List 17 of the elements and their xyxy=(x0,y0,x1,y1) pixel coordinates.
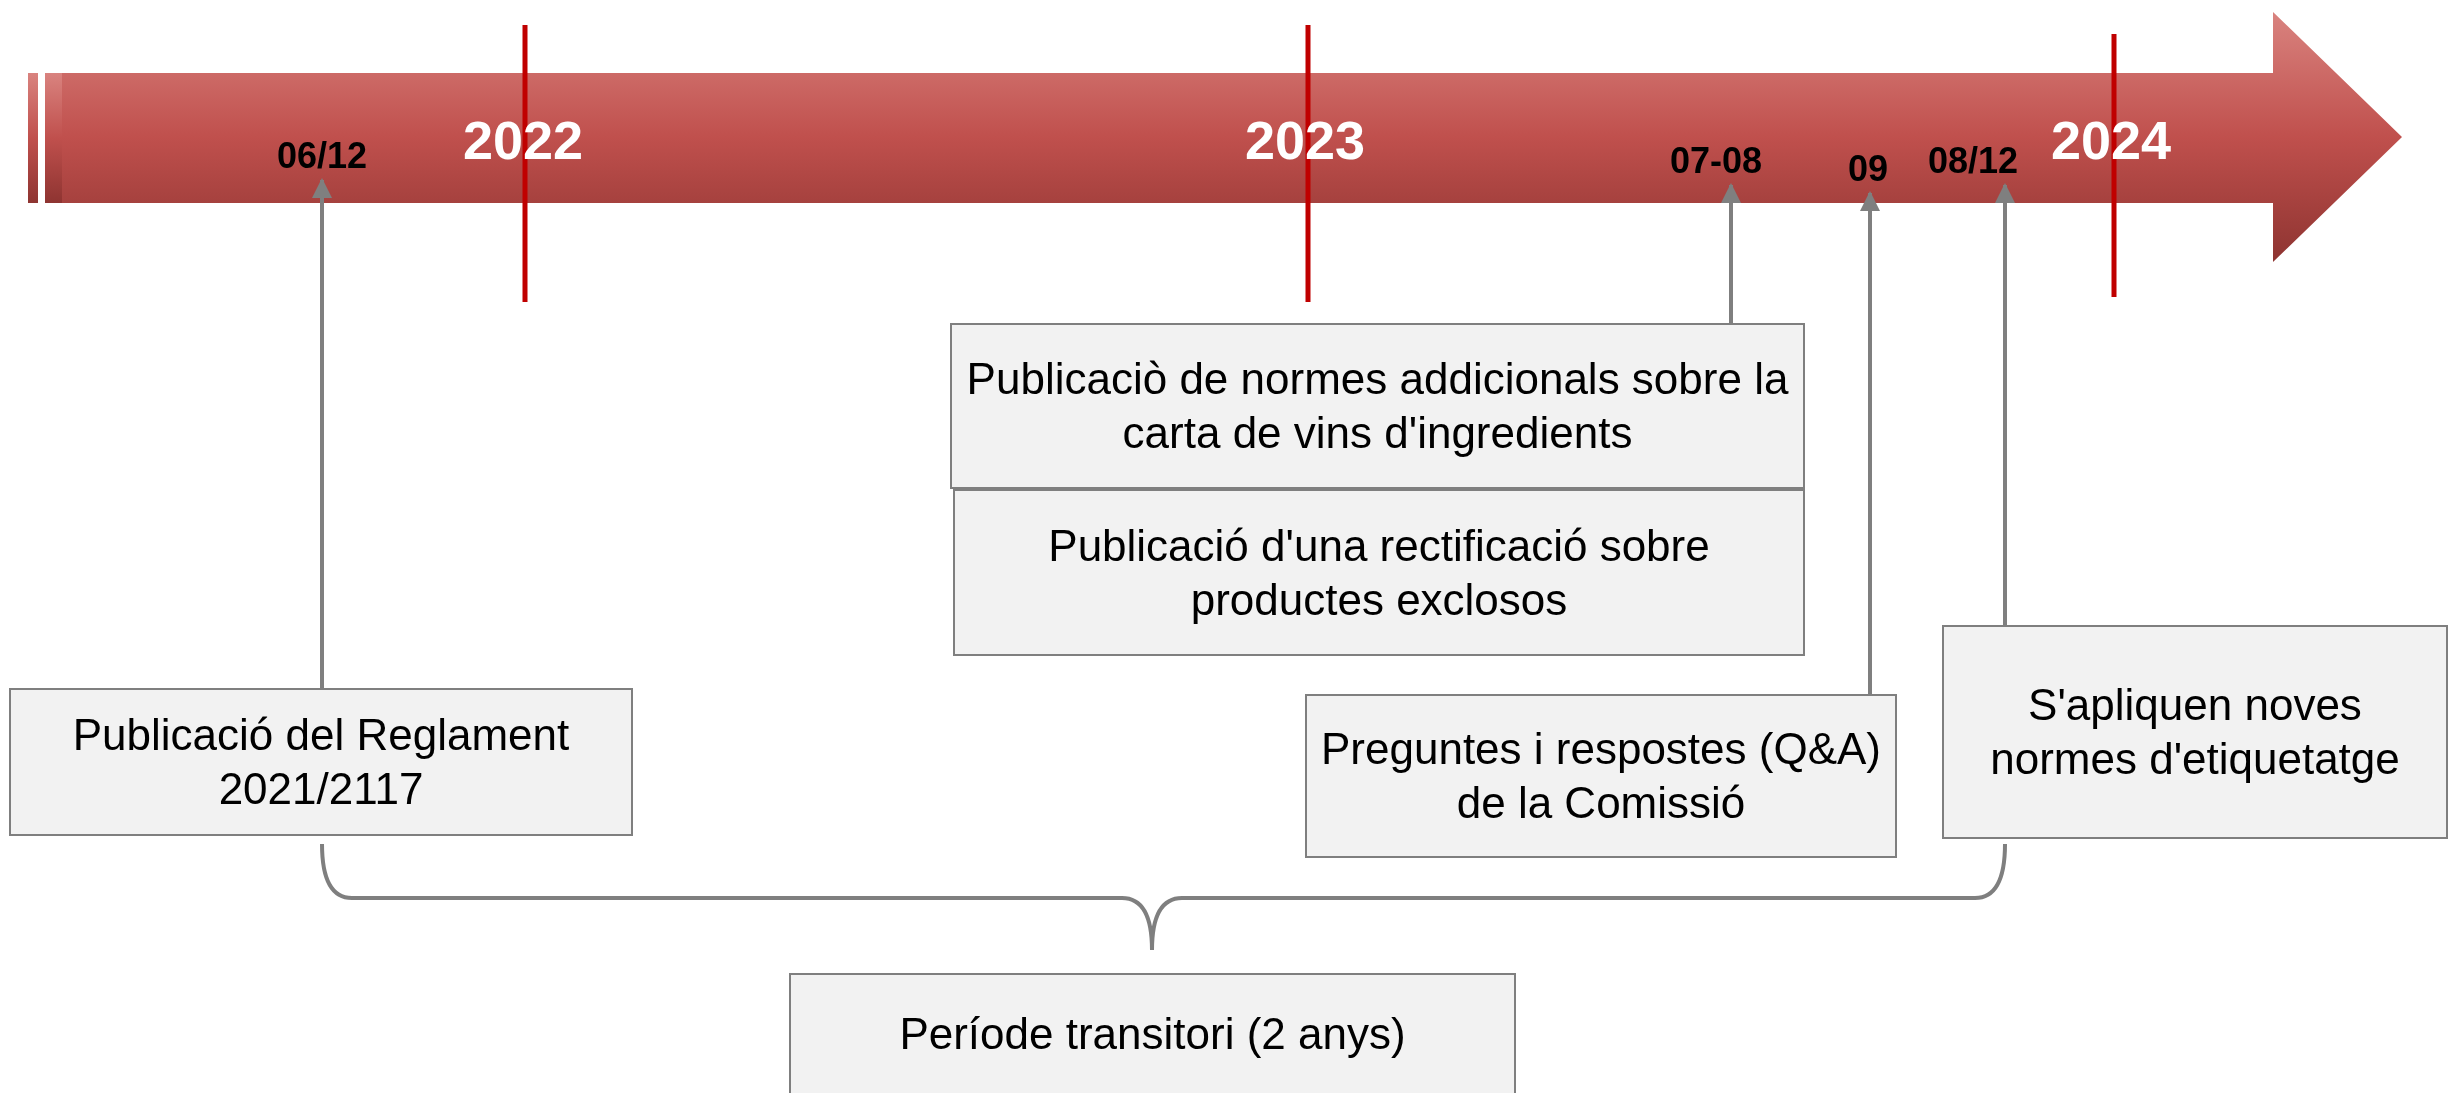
year-label: 2023 xyxy=(1243,110,1367,170)
event-box: Publicaciò de normes addicionals sobre la carta de vins d'ingredients xyxy=(950,323,1805,489)
event-box: Preguntes i respostes (Q&A) de la Comissió xyxy=(1305,694,1897,858)
event-box: S'apliquen noves normes d'etiquetatge xyxy=(1942,625,2448,839)
year-label: 2022 xyxy=(461,110,585,170)
leader-line xyxy=(1721,183,1741,323)
date-label: 07-08 xyxy=(1656,139,1776,183)
year-label: 2024 xyxy=(2049,110,2173,170)
event-box: Període transitori (2 anys) xyxy=(789,973,1516,1093)
leader-line xyxy=(1860,191,1880,694)
event-box: Publicació d'una rectificació sobre productes exclosos xyxy=(953,489,1805,656)
leader-line xyxy=(1995,183,2015,625)
date-label: 08/12 xyxy=(1913,139,2033,183)
leader-line xyxy=(312,178,332,688)
event-box: Publicació del Reglament 2021/2117 xyxy=(9,688,633,836)
date-label: 09 xyxy=(1838,147,1898,191)
date-label: 06/12 xyxy=(262,134,382,178)
